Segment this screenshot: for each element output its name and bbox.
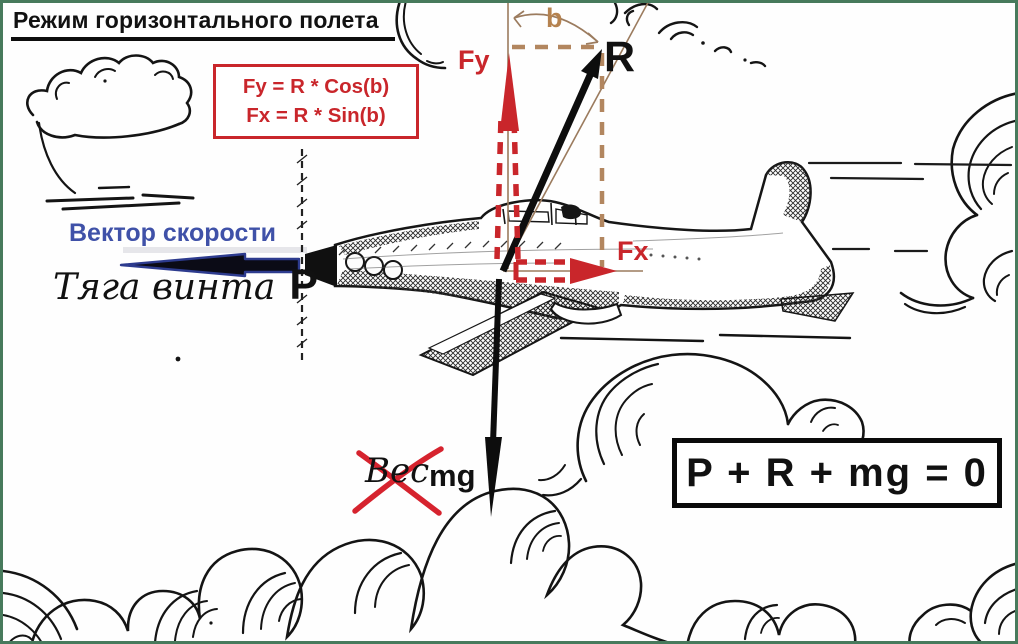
- thrust-label: Тяга винта P: [53, 261, 318, 310]
- cloud-middle: [538, 333, 865, 497]
- cloud-top-right: [609, 3, 767, 68]
- airplane-sketch: [123, 149, 1013, 377]
- propeller-disc-line: [296, 149, 308, 363]
- weight-label-crossed: Вес: [365, 451, 430, 491]
- radiator: [549, 301, 623, 325]
- vector-annotations: [119, 3, 649, 517]
- cloud-bottom-right: [908, 562, 1015, 641]
- tail-fin: [766, 162, 811, 222]
- cloud-right-edge: [899, 92, 1015, 315]
- page-title: Режим горизонтального полета: [11, 7, 395, 41]
- velocity-vector-label: Вектор скорости: [69, 219, 276, 247]
- weight-symbol-label: mg: [429, 458, 476, 493]
- r-vector-label: R: [604, 33, 636, 81]
- stray-dot: [175, 356, 181, 362]
- diagram-canvas: [3, 3, 1015, 641]
- angle-arc: [513, 10, 599, 45]
- fy-vector-label: Fy: [458, 45, 490, 75]
- angle-label: b: [546, 3, 563, 33]
- wing-leading-edge: [427, 293, 557, 355]
- formula-line-fx: Fx = R * Sin(b): [246, 103, 386, 127]
- nose-spinner: [305, 245, 337, 287]
- thrust-script-text: Тяга винта: [53, 267, 276, 308]
- canopy: [502, 202, 588, 226]
- speed-lines: [807, 161, 1013, 253]
- equation-box: P + R + mg = 0: [672, 438, 1002, 508]
- tailplane: [780, 292, 855, 322]
- fx-vector-arrow: [513, 258, 617, 284]
- equation-text: P + R + mg = 0: [686, 450, 988, 495]
- trail-dots: [649, 253, 701, 261]
- fx-vector-label: Fx: [617, 236, 649, 266]
- clouds-sketch: [3, 3, 1015, 641]
- cloud-top-center: [395, 3, 447, 70]
- fy-vector-arrow: [494, 53, 521, 260]
- mg-vector-arrow: [485, 278, 502, 517]
- formula-box: Fy = R * Cos(b) Fx = R * Sin(b): [213, 64, 419, 140]
- velocity-arrow: [119, 252, 301, 278]
- cloud-bottom: [3, 487, 857, 641]
- thrust-symbol: P: [289, 261, 319, 309]
- cloud-top-left: [26, 54, 195, 211]
- projection-dashed-lines: [512, 44, 605, 267]
- formula-line-fy: Fy = R * Cos(b): [242, 75, 390, 98]
